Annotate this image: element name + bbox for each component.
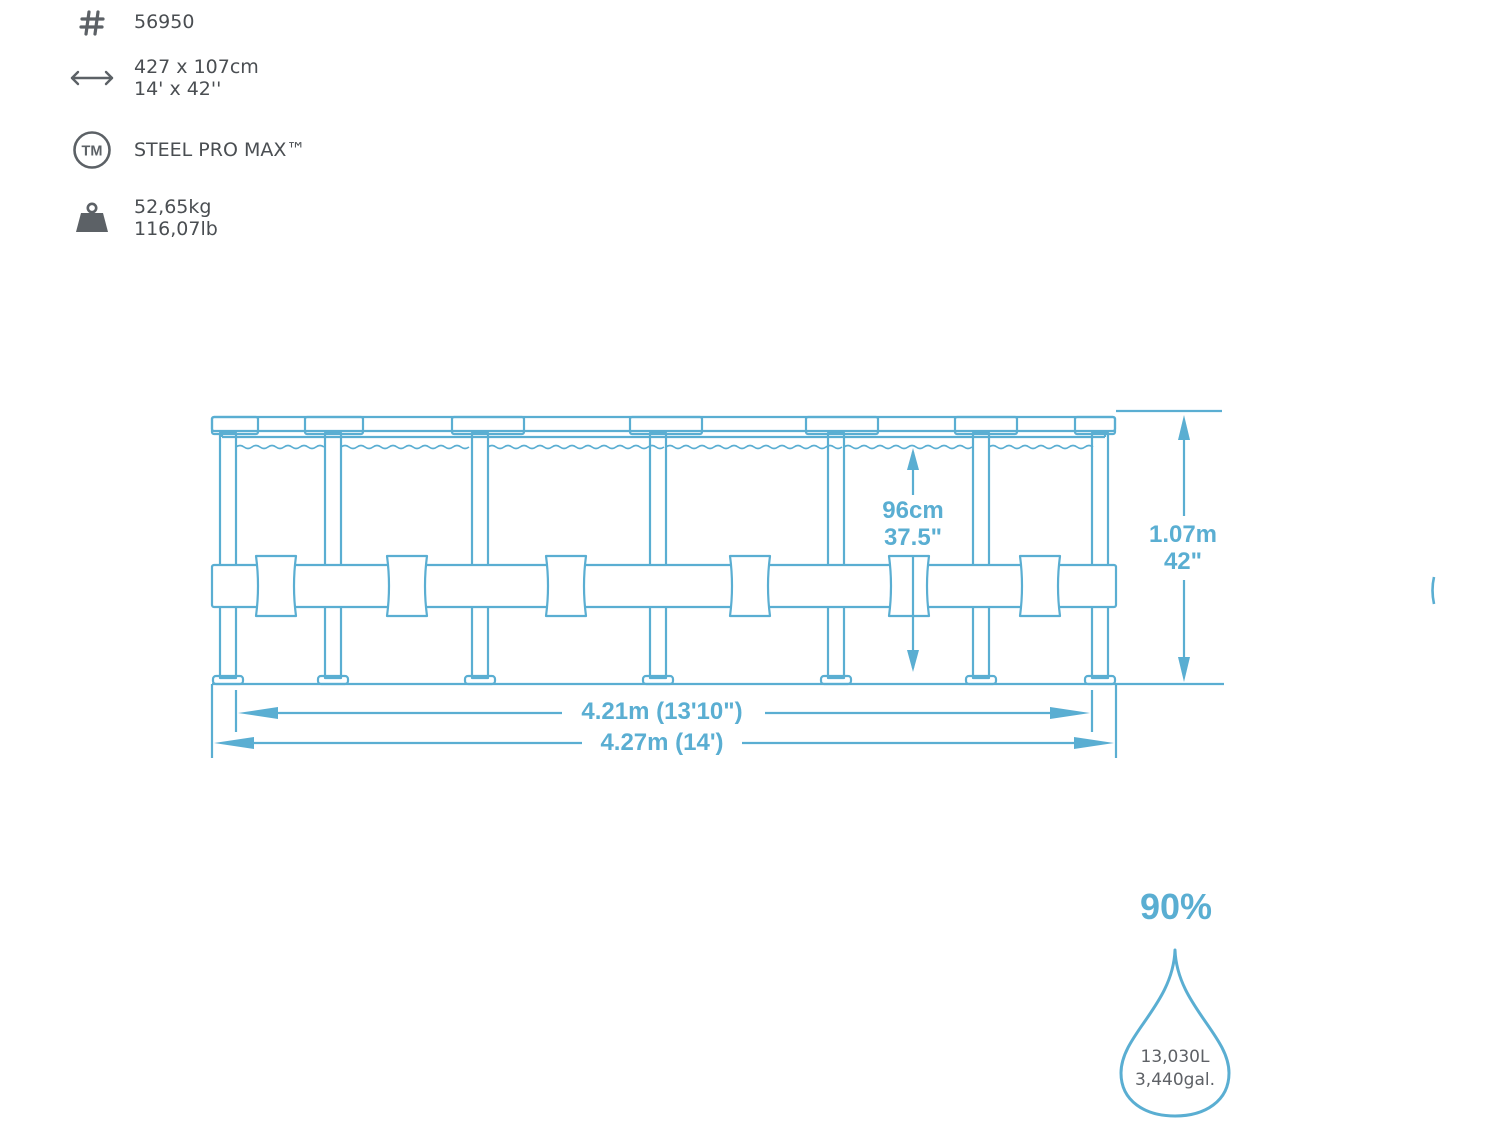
model-number: 56950 [134, 11, 195, 33]
weight-icon [66, 196, 118, 240]
outer-width-label: 4.27m (14') [600, 729, 723, 756]
support-belt [210, 554, 1118, 618]
tm-icon: TM [66, 128, 118, 172]
depth-arrow-up-icon [907, 448, 919, 470]
pool-frame [210, 415, 1117, 686]
fill-percent-label: 90% [1140, 886, 1212, 927]
brand-name: STEEL PRO MAX™ [134, 139, 306, 161]
edge-mark [1431, 576, 1436, 605]
size-metric: 427 x 107cm [134, 56, 259, 78]
depth-in-label: 37.5" [884, 524, 942, 551]
weight-metric: 52,65kg [134, 196, 212, 218]
depth-arrow-down-icon [907, 650, 919, 672]
capacity-gallons: 3,440gal. [1135, 1070, 1215, 1090]
spec-weight: 52,65kg 116,07lb [66, 196, 218, 240]
inner-arrow-left-icon [238, 707, 278, 719]
outer-arrow-left-icon [214, 737, 254, 749]
depth-cm-label: 96cm [882, 497, 943, 524]
height-dimension [1116, 409, 1224, 686]
size-imperial: 14' x 42'' [134, 78, 222, 100]
height-arrow-up-icon [1178, 415, 1190, 440]
arrowheads [214, 415, 1190, 749]
hash-icon [66, 0, 118, 44]
spec-size: 427 x 107cm 14' x 42'' [66, 56, 259, 100]
inner-arrow-right-icon [1050, 707, 1090, 719]
height-arrow-down-icon [1178, 657, 1190, 682]
svg-text:TM: TM [82, 144, 103, 160]
weight-imperial: 116,07lb [134, 218, 218, 240]
height-in-label: 42" [1164, 548, 1202, 575]
water-surface [235, 444, 1094, 450]
capacity-liters: 13,030L [1141, 1047, 1210, 1067]
double-arrow-icon [66, 56, 118, 100]
height-m-label: 1.07m [1149, 521, 1217, 548]
width-dimensions [210, 684, 1118, 758]
spec-model: 56950 [66, 0, 194, 44]
inner-width-label: 4.21m (13'10") [581, 698, 742, 725]
water-drop-icon [1119, 948, 1231, 1118]
spec-brand: TM STEEL PRO MAX™ [66, 128, 305, 172]
outer-arrow-right-icon [1074, 737, 1114, 749]
